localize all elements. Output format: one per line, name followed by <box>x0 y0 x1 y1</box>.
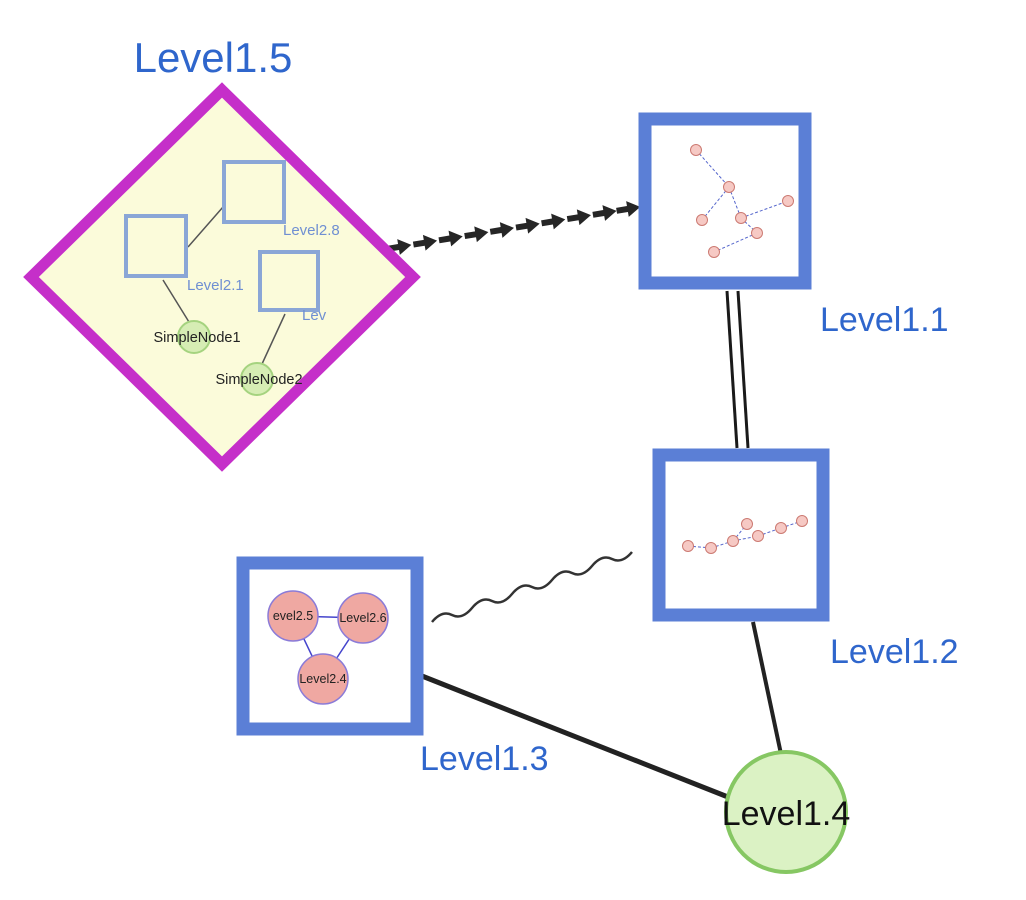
subnode-circle[interactable] <box>752 530 764 542</box>
subnode-circle[interactable] <box>775 522 787 534</box>
node-label-level2-8: Level2.8 <box>283 222 340 239</box>
subnode-circle[interactable] <box>705 542 717 554</box>
arrow-dash <box>591 202 618 223</box>
node-label-level1-4: Level1.4 <box>722 795 851 833</box>
arrow-dash <box>412 232 439 253</box>
subgraph-level1-3: evel2.5 Level2.6 Level2.4 <box>267 590 389 705</box>
node-box-level1-3[interactable] <box>236 556 424 736</box>
arrow-dash <box>488 219 516 240</box>
subnode-circle[interactable] <box>723 181 735 193</box>
node-simplenode1[interactable] <box>177 320 211 354</box>
subgraph-level1-1 <box>690 144 794 258</box>
edge-level2-1-level2-8[interactable] <box>187 206 224 248</box>
node-label-level2-1: Level2.1 <box>187 277 244 294</box>
subgraph-level1-2 <box>682 515 808 554</box>
subnode-circle[interactable] <box>796 515 808 527</box>
arrow-dash <box>514 215 541 236</box>
edge-level13-level14[interactable] <box>421 673 734 802</box>
subnode-circle[interactable] <box>708 246 720 258</box>
node-level1-3: evel2.5 Level2.6 Level2.4 Level1.3 <box>236 556 549 778</box>
subnode-circle[interactable] <box>696 214 708 226</box>
node-level2-1[interactable] <box>124 214 188 278</box>
diamond-shape[interactable] <box>23 82 421 472</box>
edge-level15-level11[interactable] <box>386 198 642 257</box>
node-level2-6[interactable] <box>337 592 389 644</box>
node-label-level1-3: Level1.3 <box>420 740 549 778</box>
subnode-circle[interactable] <box>741 518 753 530</box>
node-box-level1-1[interactable] <box>638 112 812 290</box>
node-label-level1-2: Level1.2 <box>830 633 959 671</box>
subnode-circle[interactable] <box>727 535 739 547</box>
node-label-level2-5: evel2.5 <box>273 609 313 623</box>
arrow-dash <box>463 224 490 244</box>
arrow-dash <box>540 211 567 232</box>
arrow-dash <box>437 228 464 249</box>
node-level2-5[interactable] <box>267 590 319 642</box>
edge-lev-simplenode2[interactable] <box>261 313 286 365</box>
subnode-circle[interactable] <box>751 227 763 239</box>
edge-level13-level12[interactable] <box>431 551 633 623</box>
group-node-level1-5: Level1.5 Level2.8 Level2.1 Lev SimpleNod… <box>23 34 421 472</box>
edge-level11-level12[interactable] <box>725 290 750 449</box>
subnode-circle[interactable] <box>690 144 702 156</box>
group-label-level1-5: Level1.5 <box>134 34 293 81</box>
node-simplenode2[interactable] <box>240 362 274 396</box>
edge-level2-1-simplenode1[interactable] <box>162 279 190 323</box>
node-level1-2: Level1.2 <box>652 448 959 671</box>
node-label-lev: Lev <box>302 307 327 324</box>
node-label-simplenode1: SimpleNode1 <box>153 330 240 346</box>
node-label-simplenode2: SimpleNode2 <box>215 372 302 388</box>
node-level2-4[interactable] <box>297 653 349 705</box>
node-level1-1: Level1.1 <box>638 112 949 339</box>
subnode-circle[interactable] <box>782 195 794 207</box>
subnode-circle[interactable] <box>735 212 747 224</box>
node-circle-level1-4[interactable] <box>724 750 848 874</box>
node-label-level1-1: Level1.1 <box>820 301 949 339</box>
node-lev[interactable] <box>258 250 320 312</box>
node-label-level2-4: Level2.4 <box>299 672 346 686</box>
node-label-level2-6: Level2.6 <box>339 611 386 625</box>
arrow-dash <box>565 207 593 227</box>
node-level1-4: Level1.4 <box>722 750 851 874</box>
subnode-circle[interactable] <box>682 540 694 552</box>
node-level2-8[interactable] <box>222 160 286 224</box>
edge-level12-level14[interactable] <box>751 621 783 755</box>
arrow-dash <box>615 198 642 219</box>
node-box-level1-2[interactable] <box>652 448 830 622</box>
